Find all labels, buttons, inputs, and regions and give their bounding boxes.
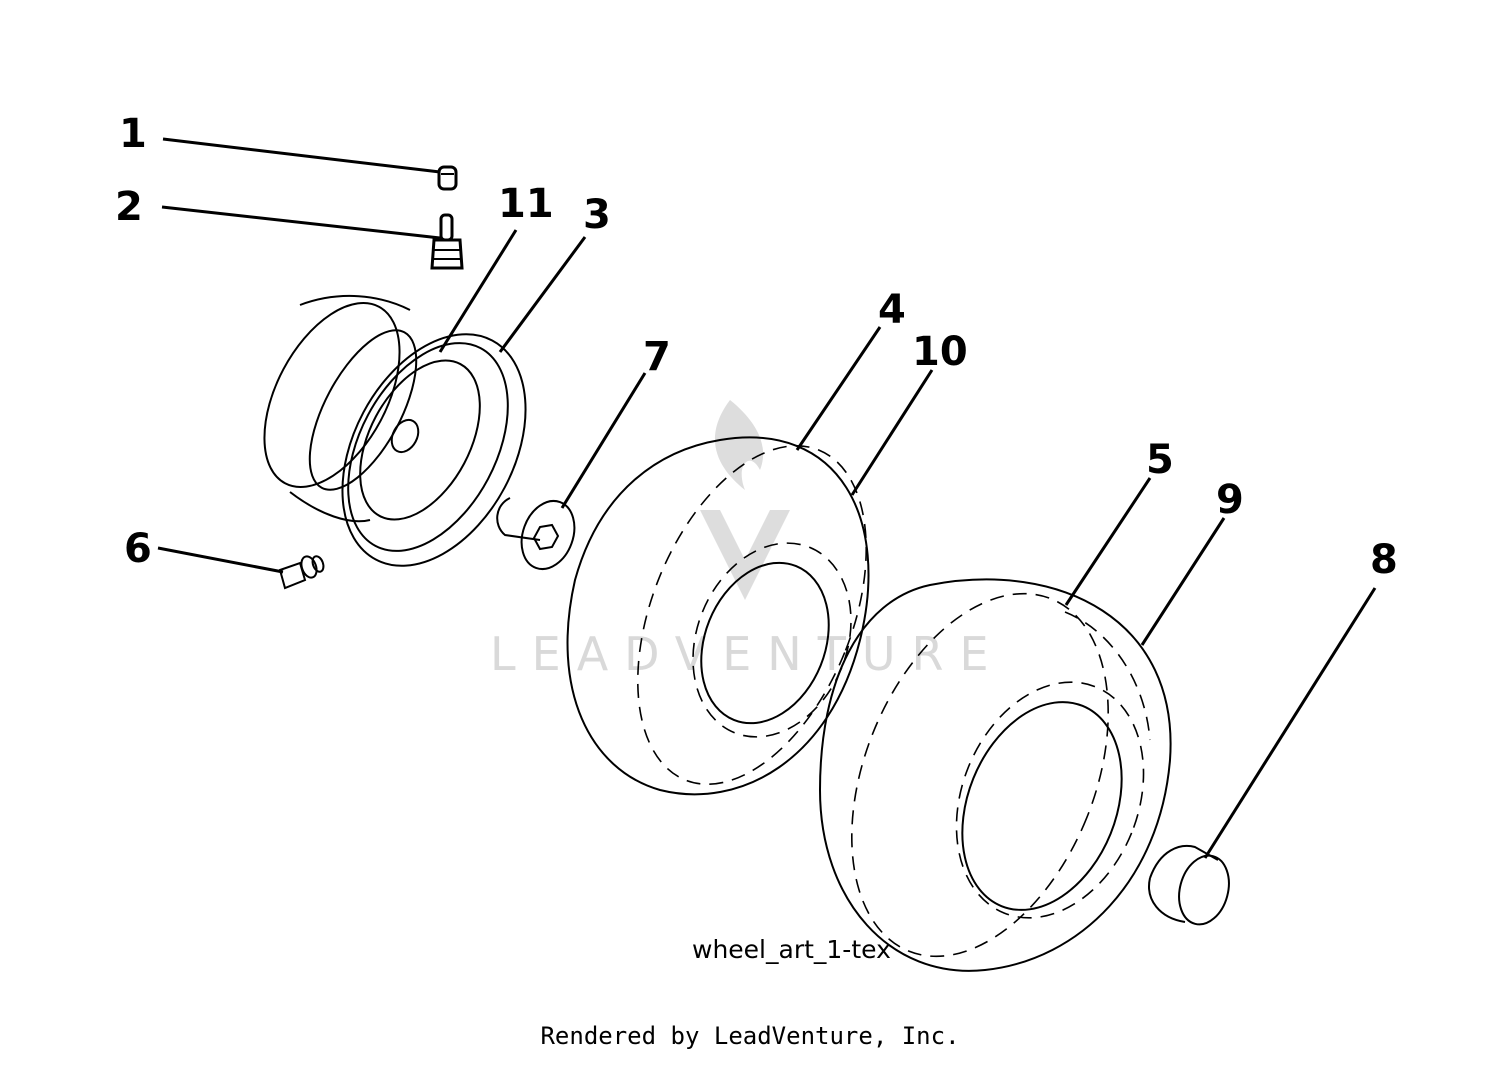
callout-8: 8 xyxy=(1370,537,1398,583)
callout-2: 2 xyxy=(115,184,143,230)
watermark-logo xyxy=(700,400,790,600)
art-label: wheel_art_1-tex xyxy=(692,935,891,964)
footer-credit: Rendered by LeadVenture, Inc. xyxy=(540,1022,960,1050)
tube-part xyxy=(818,578,1172,972)
callout-6: 6 xyxy=(124,526,152,572)
callout-labels: 1 2 11 3 4 10 7 6 5 9 8 xyxy=(115,111,1398,583)
callout-3: 3 xyxy=(583,192,611,238)
leader-lines xyxy=(157,137,1377,859)
callout-9: 9 xyxy=(1216,477,1244,523)
callout-7: 7 xyxy=(643,334,671,380)
callout-5: 5 xyxy=(1146,437,1174,483)
rim-part xyxy=(263,295,527,567)
callout-10: 10 xyxy=(912,329,968,375)
bushing-part xyxy=(496,497,576,570)
valve-cap-part xyxy=(437,165,458,191)
callout-1: 1 xyxy=(119,111,147,157)
grease-fitting-part xyxy=(278,555,325,590)
valve-stem-part xyxy=(430,213,464,270)
callout-11: 11 xyxy=(498,181,554,227)
callout-4: 4 xyxy=(878,287,906,333)
hub-cap-part xyxy=(1148,845,1230,926)
